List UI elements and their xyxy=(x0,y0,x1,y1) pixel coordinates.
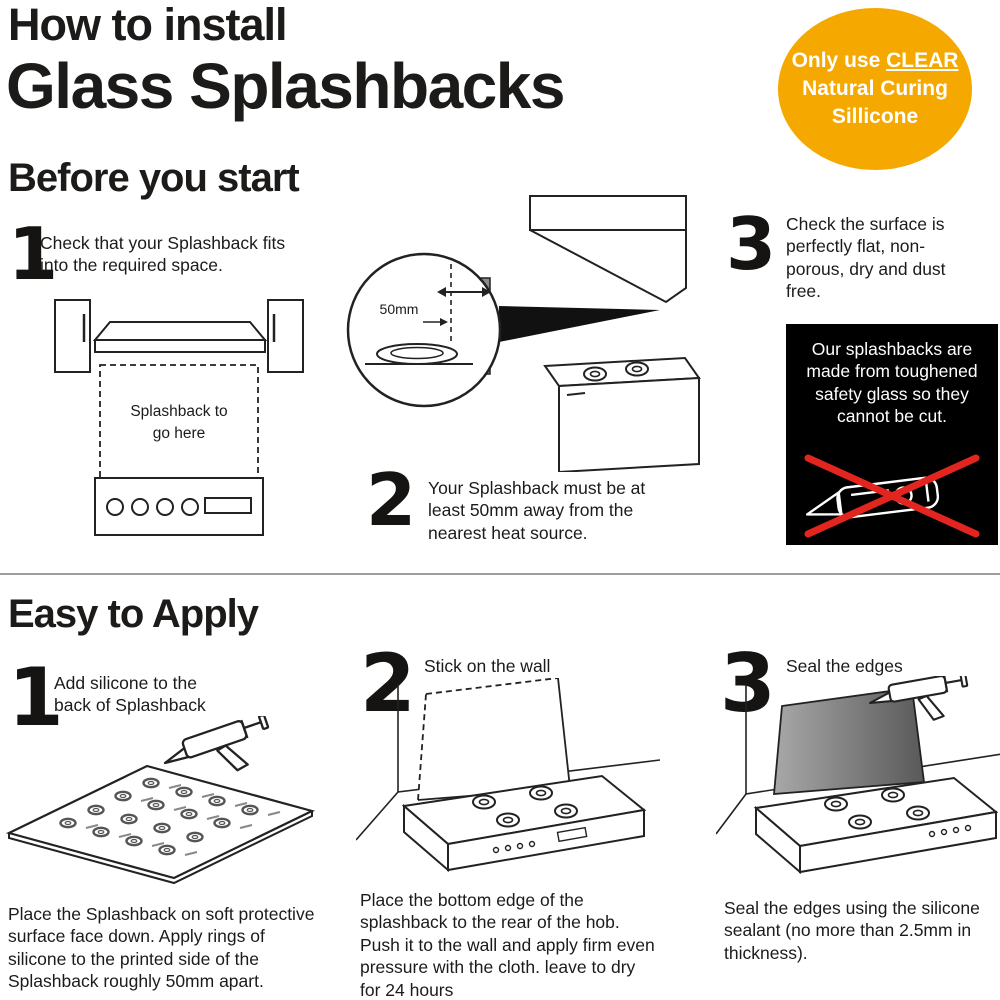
apply-step3-number: 3 xyxy=(720,637,776,730)
diagram-apply-step1 xyxy=(5,716,316,885)
splashback-panel xyxy=(417,678,571,801)
pointer-wedge xyxy=(499,306,660,342)
magnifier-circle: 50mm xyxy=(346,252,502,408)
apply-step2-caption: Place the bottom edge of the splashback … xyxy=(360,890,655,1000)
printed-pattern-dashes xyxy=(85,784,281,856)
badge-line2: Natural Curing xyxy=(802,77,948,101)
apply-step2-number: 2 xyxy=(360,637,416,730)
doc-title-line1: How to install xyxy=(8,0,287,50)
diagram-apply-step2 xyxy=(356,678,660,873)
apply-step1-number: 1 xyxy=(8,651,64,744)
apply-step3-caption: Seal the edges using the silicone sealan… xyxy=(724,898,980,963)
diagram-label-line2: go here xyxy=(153,425,206,442)
hob-side xyxy=(543,356,701,472)
apply-step1-caption: Place the Splashback on soft protective … xyxy=(8,904,315,992)
diagram-label-line1: Splashback to xyxy=(130,403,227,420)
section-divider xyxy=(0,573,1000,575)
no-cutting-illustration xyxy=(804,454,980,538)
splashback-sheet xyxy=(5,764,316,880)
kitchen-cabinets xyxy=(54,299,304,373)
doc-title-line2: Glass Splashbacks xyxy=(6,50,565,122)
before-step2-text: Your Splashback must be at least 50mm aw… xyxy=(428,478,646,543)
hob-perspective xyxy=(401,774,647,873)
badge-line1: Only use CLEAR xyxy=(792,47,959,75)
warning-text: Our splashbacks are made from toughened … xyxy=(806,339,978,427)
diagram-before-step1: Splashback to go here xyxy=(54,299,304,536)
splashback-area-outline xyxy=(99,364,259,479)
red-cross-icon xyxy=(804,454,980,538)
badge-line1-emphasis: CLEAR xyxy=(886,49,959,73)
hob xyxy=(94,477,264,536)
wall-lines xyxy=(356,684,660,841)
distance-label: 50mm xyxy=(380,301,419,317)
apply-section-heading: Easy to Apply xyxy=(8,592,259,636)
before-step1-text: Check that your Splashback fits into the… xyxy=(40,233,286,276)
diagram-before-step2: 50mm xyxy=(346,195,701,472)
warning-box: Our splashbacks are made from toughened … xyxy=(786,324,998,545)
sheet-thickness-edge xyxy=(8,811,313,885)
hob-perspective xyxy=(753,776,999,875)
before-step3-text: Check the surface is perfectly flat, non… xyxy=(786,214,946,302)
before-step1-number: 1 xyxy=(8,212,59,296)
before-section-heading: Before you start xyxy=(8,156,300,200)
installed-splashback-panel xyxy=(773,686,926,795)
silicone-badge: Only use CLEAR Natural Curing Sillicone xyxy=(778,8,972,170)
apply-step3-title: Seal the edges xyxy=(786,656,903,676)
badge-line3: Sillicone xyxy=(831,104,919,128)
before-step2-number: 2 xyxy=(366,458,417,542)
badge-line1-prefix: Only use xyxy=(791,49,887,73)
apply-step2-title: Stick on the wall xyxy=(424,656,551,676)
apply-step1-title: Add silicone to the back of Splashback xyxy=(54,673,206,716)
cooker-hood-side xyxy=(529,195,687,304)
before-step3-number: 3 xyxy=(726,202,777,286)
diagram-apply-step3 xyxy=(716,676,1000,875)
cooker-hood xyxy=(92,321,268,353)
